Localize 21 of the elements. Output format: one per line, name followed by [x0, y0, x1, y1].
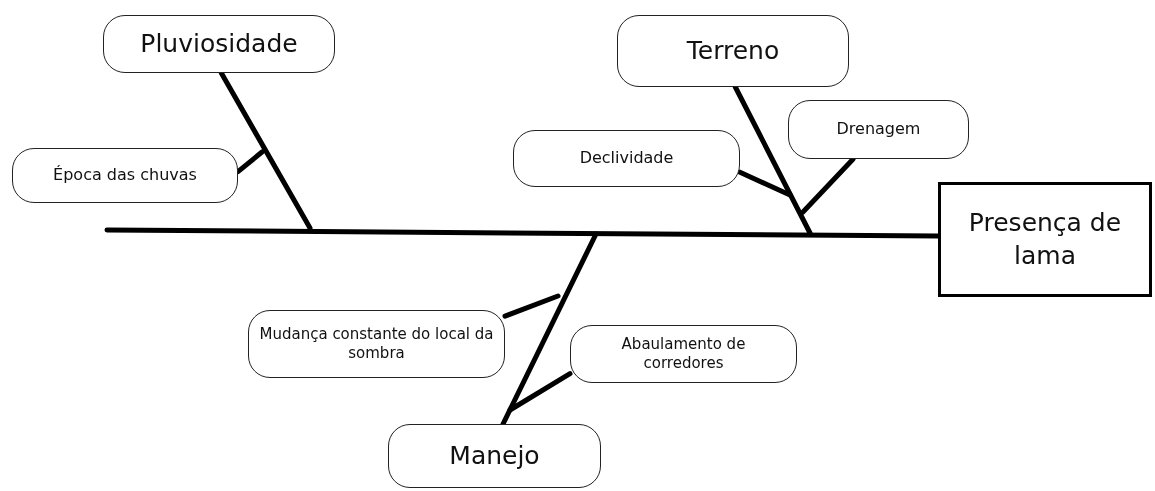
cause-box: [12, 148, 238, 203]
cause-box: [248, 310, 505, 378]
node-text: Presença de lama: [967, 207, 1123, 272]
node-text: Manejo: [449, 439, 540, 472]
node-text: Declividade: [579, 148, 674, 169]
fishbone-line: [737, 169, 793, 198]
node-text: Terreno: [686, 34, 780, 67]
cause-box: [570, 325, 797, 383]
node-text: Época das chuvas: [53, 165, 197, 186]
cause-box: [513, 130, 740, 187]
node-text: Abaulamento de corredores: [620, 334, 747, 374]
cause-box: [617, 15, 849, 87]
cause-box: [388, 424, 601, 488]
node-text: Pluviosidade: [140, 27, 298, 60]
cause-box: [103, 15, 335, 73]
effect-box: [938, 182, 1152, 297]
node-text: Mudança constante do local da sombra: [259, 324, 494, 364]
fishbone-line: [507, 371, 573, 413]
fishbone-line: [502, 293, 561, 319]
node-text: Drenagem: [836, 119, 921, 140]
cause-box: [788, 100, 969, 159]
